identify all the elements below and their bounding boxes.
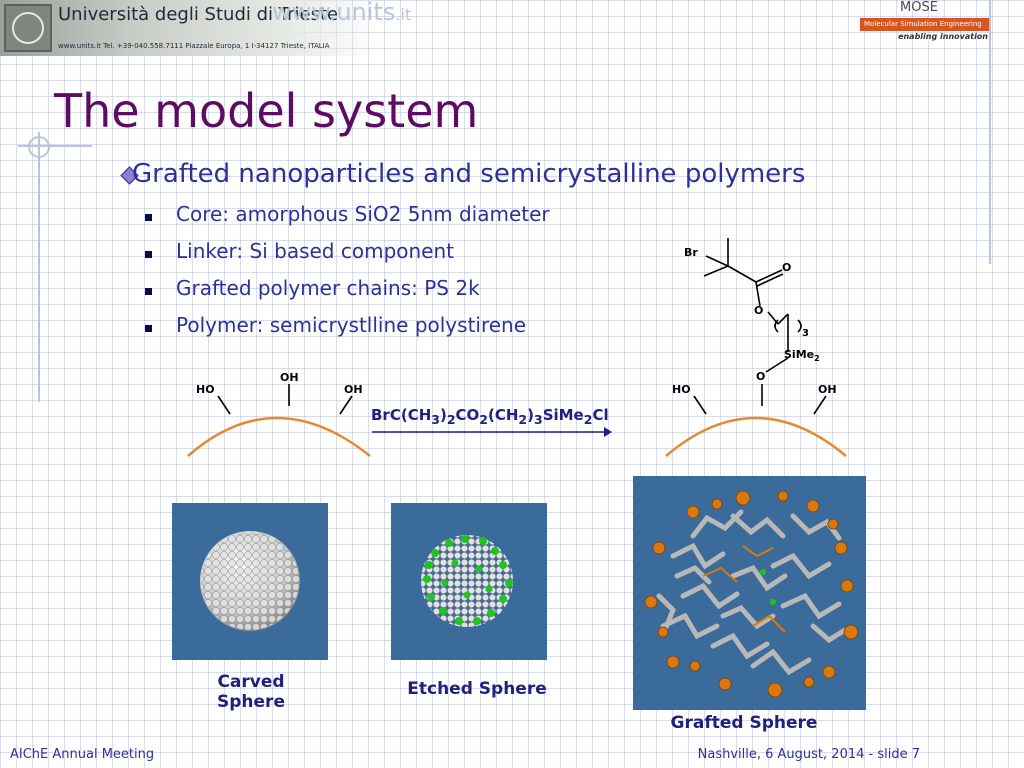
linker-molecule-structure: Br O O 3 SiMe2 O <box>684 238 820 380</box>
square-bullet-icon <box>145 325 152 332</box>
sub-bullet-polymer: Polymer: semicrystlline polystirene <box>176 313 527 337</box>
university-seal-logo <box>4 4 52 52</box>
main-bullet: Grafted nanoparticles and semicrystallin… <box>132 159 806 189</box>
decor-vertical-line <box>38 132 40 402</box>
decor-right-rule <box>989 0 991 264</box>
chain-subscript: 3 <box>802 328 809 339</box>
right-ho-label: HO <box>672 383 691 396</box>
reaction-scheme: HO OH OH HO OH <box>187 371 847 457</box>
square-bullet-icon <box>145 214 152 221</box>
footer-meeting: AIChE Annual Meeting <box>10 747 155 762</box>
right-oh-label: OH <box>818 383 837 396</box>
mose-tagline: enabling innovation <box>898 32 988 41</box>
carved-sphere-caption: Carved Sphere <box>217 672 285 712</box>
carved-sphere-image <box>172 503 328 660</box>
header-band: Università degli Studi di Trieste www.un… <box>0 0 380 56</box>
square-bullet-icon <box>145 288 152 295</box>
grafted-sphere-caption: Grafted Sphere <box>670 713 818 733</box>
left-ho-label: HO <box>196 383 215 396</box>
decor-circle <box>28 136 50 158</box>
grafted-sphere-image <box>633 476 866 710</box>
etched-sphere-image <box>391 503 547 660</box>
footer-slide-info: Nashville, 6 August, 2014 - slide 7 <box>697 747 920 762</box>
etched-sphere-caption: Etched Sphere <box>407 679 547 699</box>
left-oh-right-label: OH <box>344 383 363 396</box>
br-label: Br <box>684 246 698 259</box>
reagent-formula: BrC(CH3)2CO2(CH2)3SiMe2Cl <box>371 406 609 427</box>
decor-horizontal-line <box>18 145 92 147</box>
ester-o-label: O <box>754 304 763 317</box>
right-particle-arc <box>665 416 847 457</box>
sub-bullet-grafted: Grafted polymer chains: PS 2k <box>176 276 480 300</box>
sub-bullet-core: Core: amorphous SiO2 5nm diameter <box>176 202 550 226</box>
mose-name: MOSE <box>900 0 938 15</box>
carbonyl-o-label: O <box>782 261 791 274</box>
link-o-label: O <box>756 370 765 380</box>
university-name: Università degli Studi di Trieste <box>58 4 339 25</box>
left-particle-arc <box>187 416 371 457</box>
mose-bar: Molecular Simulation Engineering <box>860 18 990 31</box>
left-oh-top-label: OH <box>280 371 299 384</box>
mose-logo: MOSE Molecular Simulation Engineering en… <box>860 0 990 44</box>
university-address: www.units.it Tel. +39-040.558.7111 Piazz… <box>58 42 330 50</box>
slide-title: The model system <box>54 84 479 138</box>
units-watermark: www.units.it <box>272 0 412 26</box>
sime-label: SiMe2 <box>784 348 820 363</box>
square-bullet-icon <box>145 251 152 258</box>
sub-bullet-linker: Linker: Si based component <box>176 239 454 263</box>
